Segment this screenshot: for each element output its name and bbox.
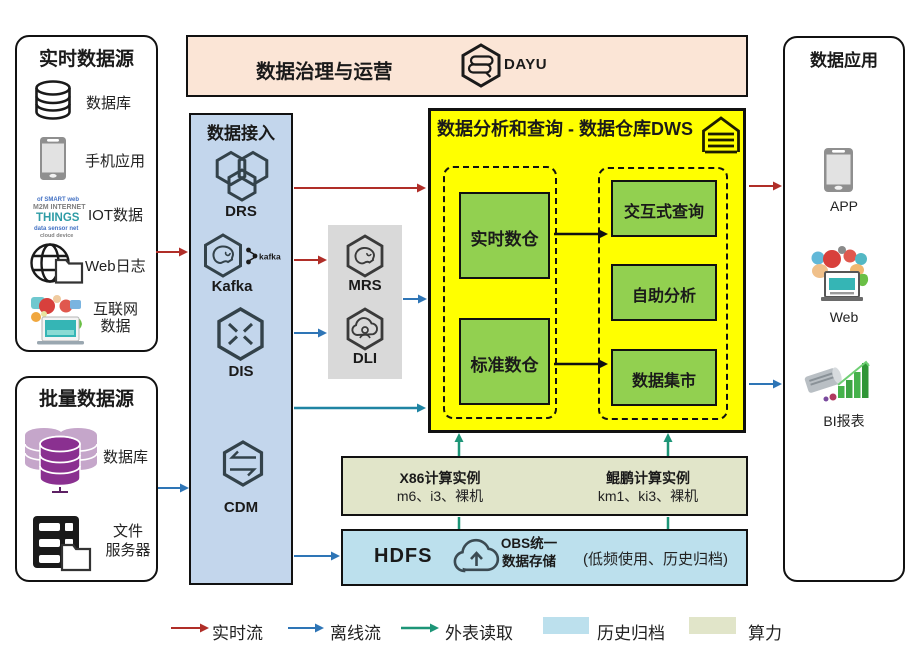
svg-text:cloud device: cloud device [40, 233, 73, 239]
svg-text:THINGS: THINGS [36, 212, 80, 224]
svg-text:data sensor net: data sensor net [34, 226, 78, 232]
svg-text:M2M INTERNET: M2M INTERNET [33, 204, 86, 211]
svg-text:kafka: kafka [259, 252, 281, 262]
svg-text:of SMART web: of SMART web [37, 197, 79, 203]
